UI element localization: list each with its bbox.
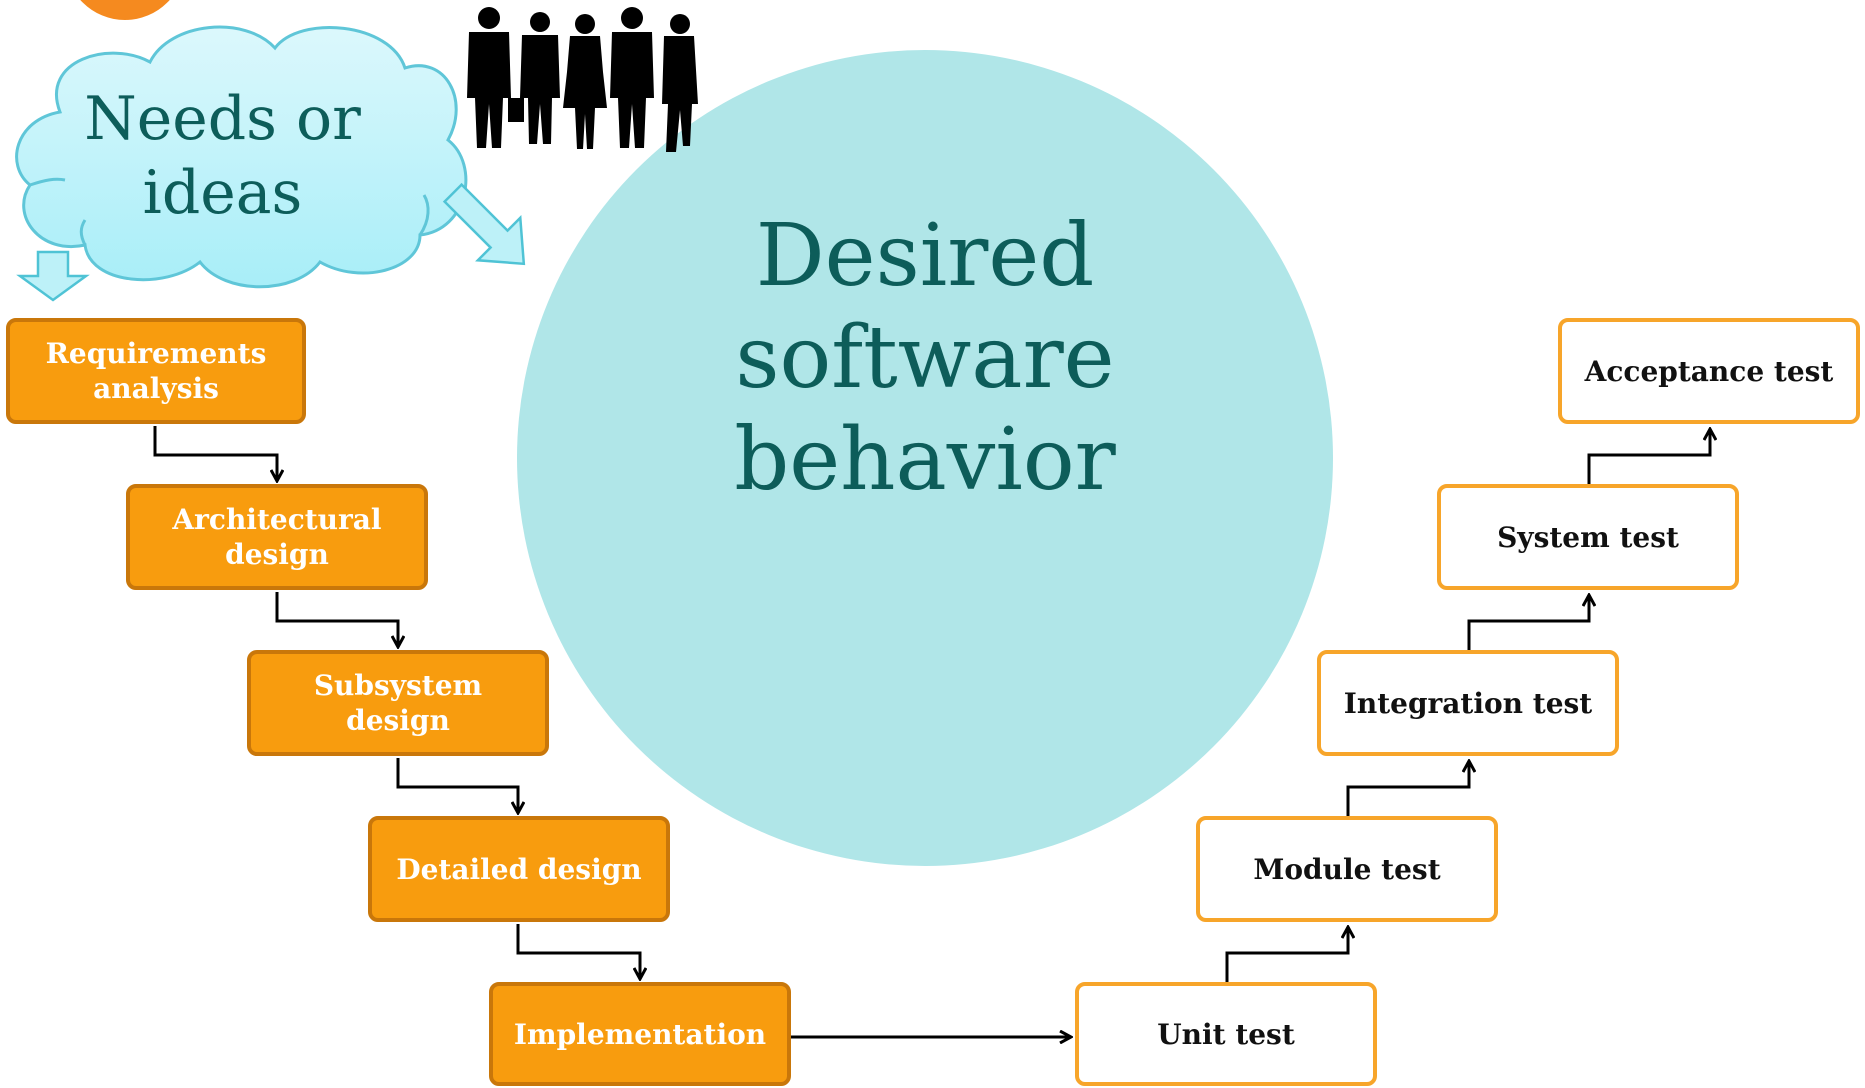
box-implementation: Implementation — [489, 982, 791, 1086]
orange-badge — [80, 0, 170, 20]
box-architectural-design: Architectural design — [126, 484, 428, 590]
connector-unit-to-module — [1225, 928, 1348, 983]
box-module-test: Module test — [1196, 816, 1498, 922]
cloud-label: Needs or ideas — [84, 84, 361, 228]
desired-behavior-circle — [517, 50, 1333, 866]
cloud-shape — [15, 25, 468, 289]
connector-sub-to-detail — [396, 758, 518, 812]
people-silhouette-icon — [467, 7, 698, 152]
connector-system-to-acceptance — [1587, 430, 1710, 485]
connector-detail-to-impl — [516, 924, 640, 978]
box-acceptance-test: Acceptance test — [1558, 318, 1860, 424]
box-integration-test: Integration test — [1317, 650, 1619, 756]
test-connectors — [1225, 430, 1710, 983]
box-subsystem-design: Subsystem design — [247, 650, 549, 756]
circle-label: Desired software behavior — [734, 206, 1116, 510]
connector-module-to-integration — [1346, 762, 1469, 817]
connector-arch-to-sub — [275, 592, 398, 646]
down-arrow-icon — [16, 250, 90, 302]
box-unit-test: Unit test — [1075, 982, 1377, 1086]
design-connectors — [153, 426, 1070, 1037]
connector-integration-to-system — [1467, 596, 1589, 651]
box-detailed-design: Detailed design — [368, 816, 670, 922]
box-requirements-analysis: Requirements analysis — [6, 318, 306, 424]
box-system-test: System test — [1437, 484, 1739, 590]
connector-req-to-arch — [153, 426, 277, 480]
diagonal-arrow-shape — [442, 182, 526, 266]
